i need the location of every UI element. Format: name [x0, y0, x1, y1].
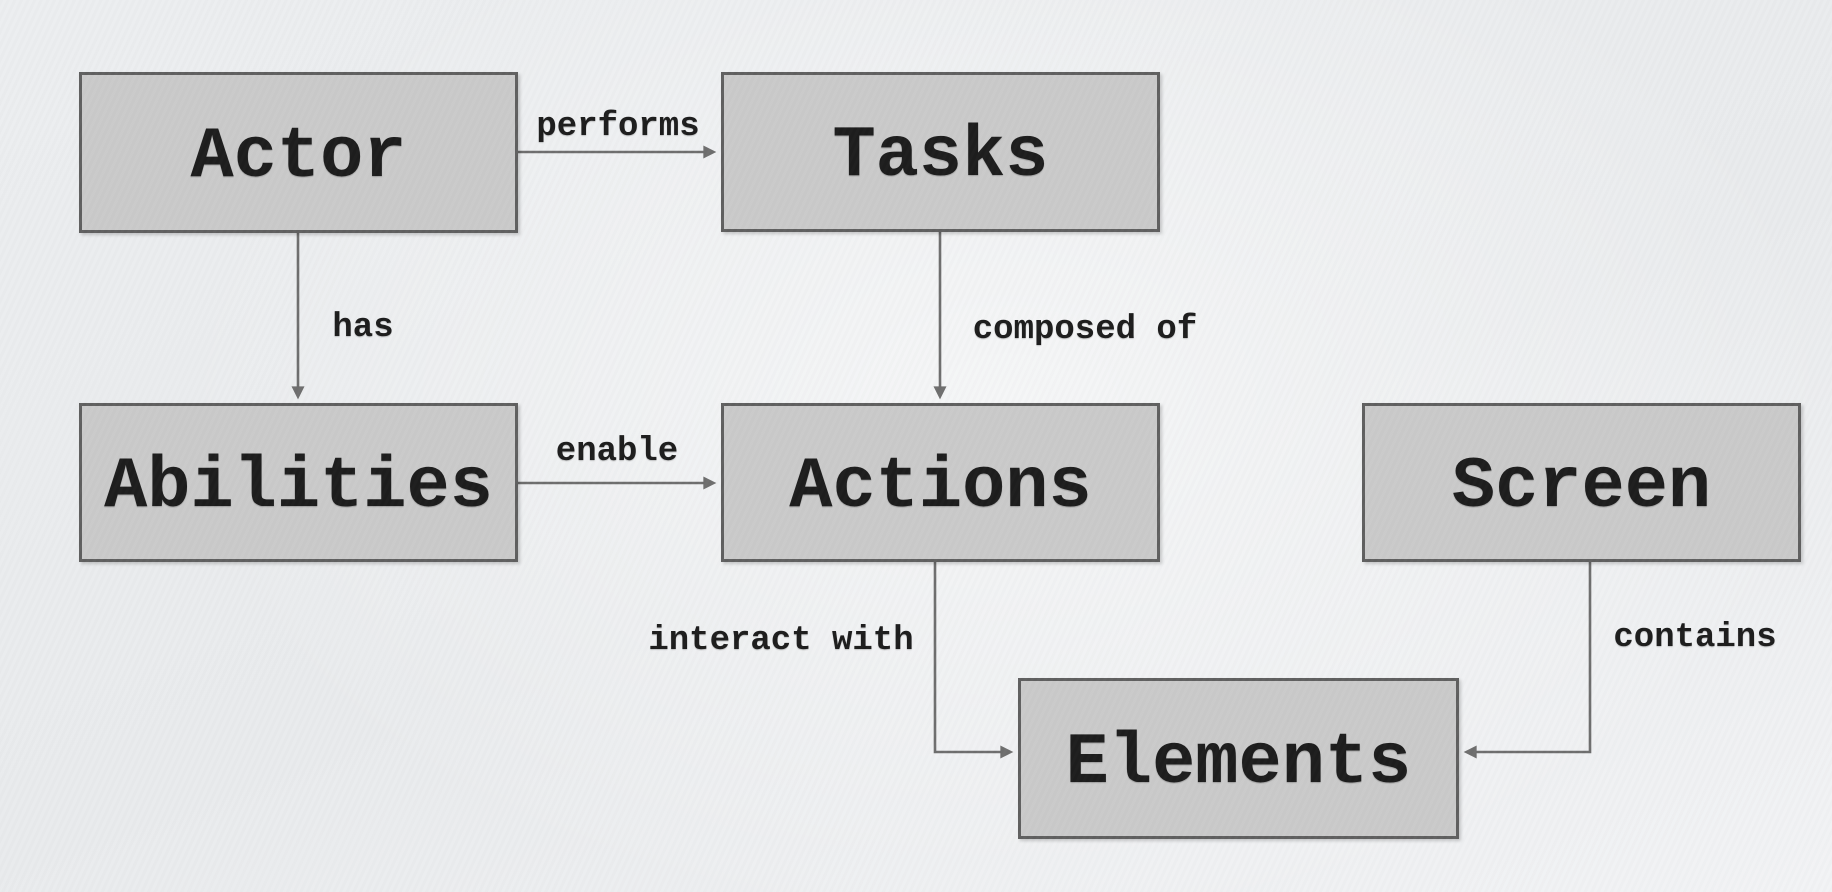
- arrow-interact-with: [933, 562, 1014, 759]
- edge-label-enable: enable: [555, 433, 679, 471]
- node-actions: Actions: [721, 403, 1160, 562]
- node-actions-label: Actions: [789, 445, 1092, 528]
- node-tasks: Tasks: [721, 72, 1160, 232]
- edge-label-performs: performs: [536, 108, 700, 146]
- node-actor-label: Actor: [190, 115, 407, 198]
- node-abilities: Abilities: [79, 403, 518, 562]
- node-elements-label: Elements: [1065, 721, 1412, 804]
- node-abilities-label: Abilities: [104, 445, 493, 528]
- node-screen: Screen: [1362, 403, 1801, 562]
- arrow-contains: [1463, 562, 1592, 759]
- edge-label-composed-of: composed of: [972, 311, 1198, 349]
- edge-label-contains: contains: [1613, 619, 1777, 657]
- node-tasks-label: Tasks: [832, 115, 1049, 197]
- node-actor: Actor: [79, 72, 518, 233]
- node-screen-label: Screen: [1451, 445, 1712, 528]
- edge-label-has: has: [332, 309, 394, 347]
- node-elements: Elements: [1018, 678, 1459, 839]
- edge-label-interact-with: interact with: [648, 622, 914, 660]
